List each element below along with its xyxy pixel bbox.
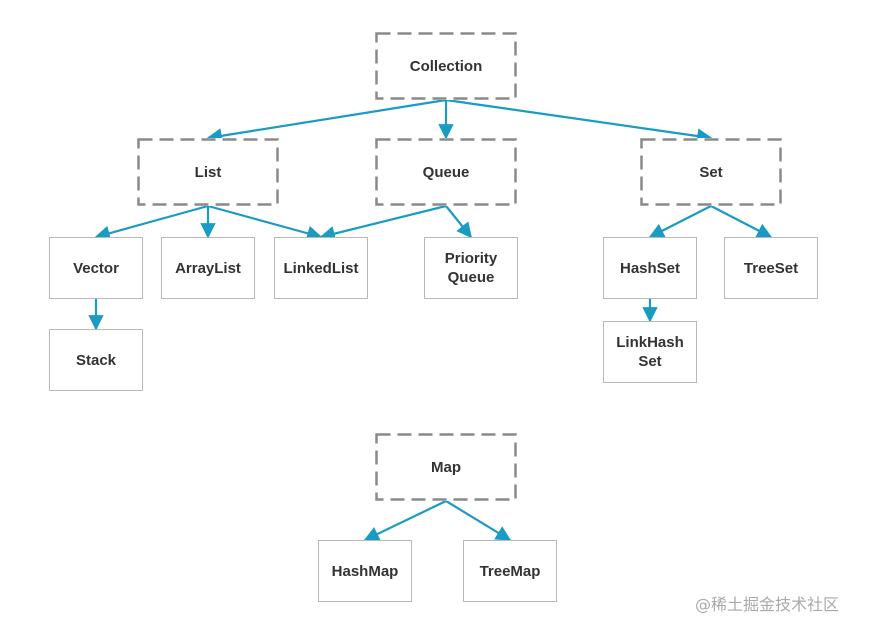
node-stack-label: Stack	[75, 351, 117, 369]
node-queue-label: Queue	[422, 163, 470, 181]
dashed-border	[375, 138, 517, 206]
node-list: List	[137, 138, 279, 206]
node-linkedlist-label: LinkedList	[283, 259, 359, 277]
node-linkedlist: LinkedList	[274, 237, 368, 299]
node-stack: Stack	[49, 329, 143, 391]
edge-list-to-vector	[94, 204, 209, 241]
node-collection: Collection	[375, 32, 517, 100]
node-arraylist-label: ArrayList	[175, 259, 241, 277]
node-linkhashset-label: LinkHash Set	[616, 334, 684, 370]
edge-collection-to-list	[206, 98, 447, 144]
dashed-border	[375, 32, 517, 100]
node-set-label: Set	[699, 163, 723, 181]
watermark: @稀土掘金技术社区	[695, 595, 840, 614]
node-treeset: TreeSet	[724, 237, 818, 299]
edge-list-to-linkedlist	[207, 204, 323, 241]
node-hashset: HashSet	[603, 237, 697, 299]
edge-queue-to-linkedlist	[319, 204, 447, 242]
dashed-border	[640, 138, 782, 206]
node-vector-label: Vector	[73, 259, 119, 277]
edge-queue-to-priorityqueue	[445, 205, 472, 239]
edge-collection-to-set	[445, 98, 713, 144]
edge-map-to-treemap	[445, 500, 512, 541]
edge-map-to-hashmap	[363, 500, 447, 541]
node-treemap: TreeMap	[463, 540, 557, 602]
node-hashset-label: HashSet	[619, 259, 681, 277]
node-map-label: Map	[431, 458, 461, 476]
node-list-label: List	[194, 163, 222, 181]
node-collection-label: Collection	[409, 57, 483, 75]
node-priorityqueue-label: Priority Queue	[444, 250, 498, 286]
node-hashmap: HashMap	[318, 540, 412, 602]
node-priorityqueue: Priority Queue	[424, 237, 518, 299]
node-treemap-label: TreeMap	[479, 562, 541, 580]
dashed-border	[137, 138, 279, 206]
node-treeset-label: TreeSet	[743, 259, 799, 277]
dashed-border	[375, 433, 517, 501]
edge-set-to-treeset	[710, 205, 773, 238]
node-set: Set	[640, 138, 782, 206]
node-arraylist: ArrayList	[161, 237, 255, 299]
node-queue: Queue	[375, 138, 517, 206]
node-vector: Vector	[49, 237, 143, 299]
node-map: Map	[375, 433, 517, 501]
node-linkhashset: LinkHash Set	[603, 321, 697, 383]
edge-set-to-hashset	[648, 205, 712, 238]
node-hashmap-label: HashMap	[331, 562, 399, 580]
